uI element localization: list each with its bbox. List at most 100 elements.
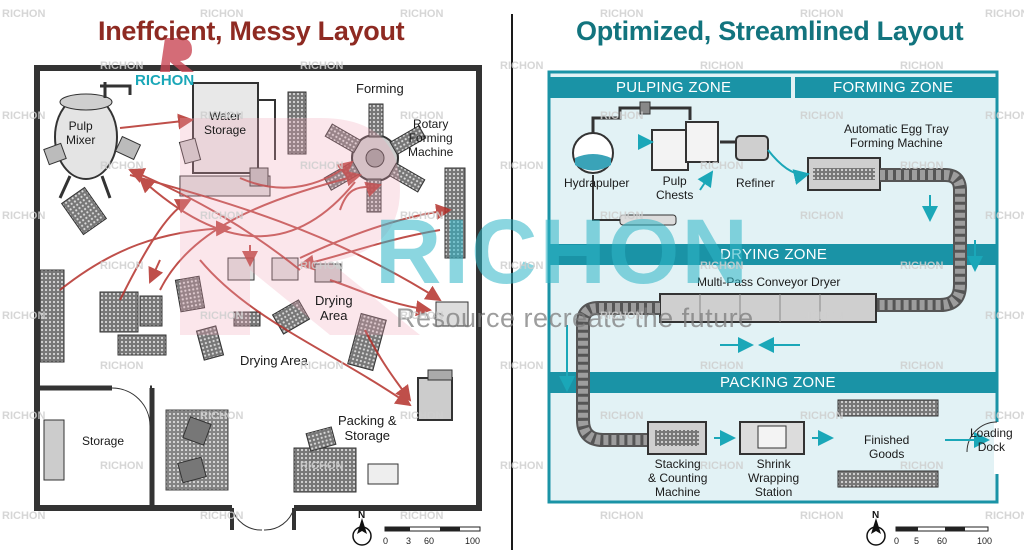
scale-left-2: 60	[424, 536, 435, 546]
scale-left-1: 3	[406, 536, 412, 546]
richon-logo-watermark	[180, 118, 420, 335]
panel-divider	[511, 14, 513, 550]
zone-pulping: PULPING ZONE	[616, 79, 732, 96]
watermark-tile: RICHON	[2, 410, 46, 422]
watermark-tile: RICHON	[500, 60, 544, 72]
label-stacking: Stacking & Counting Machine	[648, 457, 708, 499]
label-drying-area-1: Drying Area	[315, 293, 353, 323]
watermark-tile: RICHON	[300, 60, 344, 72]
label-rotary-forming-machine: Rotary Forming Machine	[408, 117, 454, 159]
watermark-tile: RICHON	[400, 8, 444, 20]
watermark-tile: RICHON	[800, 210, 844, 222]
watermark-tile: RICHON	[2, 8, 46, 20]
scale-right-3: 100	[977, 536, 993, 546]
richon-logo-mark	[160, 38, 194, 72]
watermark-tile: RICHON	[600, 310, 644, 322]
watermark-tile: RICHON	[2, 210, 46, 222]
label-pulp-mixer: Pulp Mixer	[66, 119, 96, 147]
watermark-tile: RICHON	[700, 360, 744, 372]
watermark-tile: RICHON	[900, 460, 944, 472]
label-dryer: Multi-Pass Conveyor Dryer	[697, 275, 841, 289]
watermark-tile: RICHON	[300, 460, 344, 472]
watermark-tile: RICHON	[300, 360, 344, 372]
richon-watermark: RICHON	[375, 201, 750, 303]
watermark-tile: RICHON	[100, 460, 144, 472]
north-arrow-right	[866, 518, 886, 546]
watermark-tile: RICHON	[700, 160, 744, 172]
north-arrow-left	[352, 518, 372, 546]
watermark-tile: RICHON	[985, 510, 1024, 522]
label-packing-storage: Packing & Storage	[338, 413, 397, 443]
watermark-tile: RICHON	[500, 460, 544, 472]
streamlined-flow-arrows	[559, 134, 990, 448]
watermark-tile: RICHON	[200, 110, 244, 122]
watermark-tile: RICHON	[700, 260, 744, 272]
watermark-tile: RICHON	[100, 260, 144, 272]
watermark-tile: RICHON	[200, 310, 244, 322]
watermark-tile: RICHON	[800, 510, 844, 522]
label-shrink-wrapping: Shrink Wrapping Station	[748, 457, 800, 499]
label-egg-tray-machine: Automatic Egg Tray Forming Machine	[844, 122, 949, 150]
watermark-tile: RICHON	[800, 410, 844, 422]
watermark-tile: RICHON	[985, 110, 1024, 122]
watermark-tile: RICHON	[400, 510, 444, 522]
scale-left-3: 100	[465, 536, 481, 546]
scale-bar-right	[895, 526, 989, 532]
scale-bar-left	[384, 526, 481, 532]
richon-slogan-watermark: Resource recreate the future	[396, 303, 754, 333]
left-title: Ineffcient, Messy Layout	[98, 16, 405, 46]
watermark-tile: RICHON	[900, 60, 944, 72]
zone-forming: FORMING ZONE	[833, 79, 954, 96]
watermark-tile: RICHON	[985, 210, 1024, 222]
label-pulp-chests: Pulp Chests	[656, 174, 694, 202]
watermark-tile: RICHON	[100, 60, 144, 72]
north-label-right: N	[872, 510, 880, 521]
watermark-tile: RICHON	[200, 8, 244, 20]
watermark-tile: RICHON	[900, 160, 944, 172]
right-title: Optimized, Streamlined Layout	[576, 16, 964, 46]
watermark-tile: RICHON	[800, 310, 844, 322]
right-floor-plan	[547, 70, 1000, 504]
watermark-tile: RICHON	[600, 510, 644, 522]
watermark-tile: RICHON	[2, 110, 46, 122]
label-water-storage: Water Storage	[204, 109, 247, 137]
watermark-tile: RICHON	[500, 360, 544, 372]
watermark-tile: RICHON	[400, 410, 444, 422]
watermark-tile: RICHON	[400, 110, 444, 122]
watermark-tile: RICHON	[300, 160, 344, 172]
watermark-tile: RICHON	[400, 310, 444, 322]
watermark-tile: RICHON	[600, 8, 644, 20]
watermark-tile: RICHON	[700, 460, 744, 472]
zone-packing: PACKING ZONE	[720, 374, 836, 391]
watermark-tile: RICHON	[900, 360, 944, 372]
scale-right-0: 0	[894, 536, 900, 546]
richon-logo-text: RICHON	[135, 72, 195, 89]
watermark-tile: RICHON	[900, 260, 944, 272]
watermark-tile: RICHON	[100, 160, 144, 172]
watermark-tile: RICHON	[2, 310, 46, 322]
watermark-tile: RICHON	[100, 360, 144, 372]
label-finished-goods: Finished Goods	[864, 433, 910, 461]
watermark-tile: RICHON	[500, 160, 544, 172]
watermark-tile: RICHON	[985, 8, 1024, 20]
label-drying-area-2: Drying Area	[240, 353, 308, 368]
watermark-tile: RICHON	[200, 510, 244, 522]
scale-right-1: 5	[914, 536, 920, 546]
label-refiner: Refiner	[736, 176, 775, 190]
watermark-tile: RICHON	[700, 60, 744, 72]
watermark-tile: RICHON	[600, 410, 644, 422]
label-storage: Storage	[82, 434, 125, 448]
watermark-tile: RICHON	[600, 110, 644, 122]
watermark-tile: RICHON	[985, 310, 1024, 322]
watermark-tile: RICHON	[400, 210, 444, 222]
watermark-tile: RICHON	[800, 8, 844, 20]
watermark-tile: RICHON	[985, 410, 1024, 422]
watermark-tile: RICHON	[600, 210, 644, 222]
messy-flow-arrows	[59, 113, 452, 407]
scale-right-2: 60	[937, 536, 948, 546]
watermark-tile: RICHON	[200, 410, 244, 422]
zone-drying: DRYING ZONE	[720, 246, 828, 263]
watermark-tile: RICHON	[800, 110, 844, 122]
watermark-tile: RICHON	[2, 510, 46, 522]
